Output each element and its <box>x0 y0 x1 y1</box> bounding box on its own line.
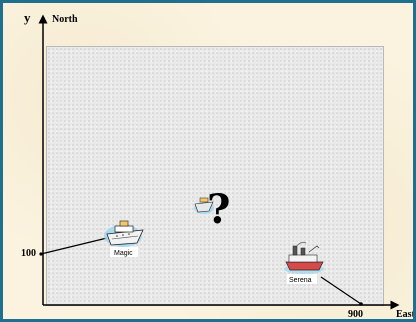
serena-label: Serena <box>289 277 312 284</box>
ship-magic: Magic <box>104 221 143 257</box>
x-tick-mark <box>359 302 363 306</box>
x-tick-label: 900 <box>348 309 363 319</box>
question-mark-icon: ? <box>207 186 230 233</box>
steamship-icon <box>284 242 324 274</box>
x-axis-label: East <box>396 309 413 319</box>
magic-leader-line <box>41 238 107 254</box>
coordinate-diagram: y North East 100 900 Magic <box>3 3 413 319</box>
cruise-ship-icon <box>104 221 143 247</box>
ship-unknown: ? <box>194 186 230 233</box>
magic-label: Magic <box>114 250 133 257</box>
y-axis-label: North <box>52 14 78 25</box>
y-tick-mark <box>39 252 42 255</box>
serena-leader-line <box>321 277 361 304</box>
y-axis-letter: y <box>24 10 31 25</box>
y-tick-label: 100 <box>21 248 36 259</box>
ship-serena: Serena <box>284 242 324 284</box>
